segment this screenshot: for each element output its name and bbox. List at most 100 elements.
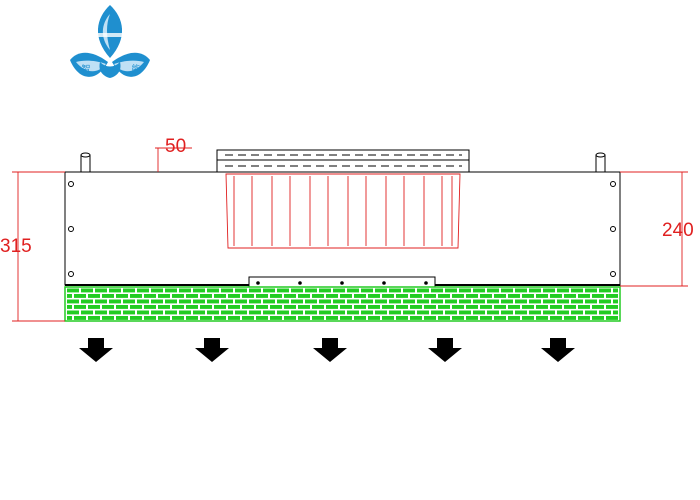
filter-brick [67,299,79,304]
filter-brick [179,288,191,293]
filter-brick [501,299,513,304]
filter-brick [151,288,163,293]
filter-brick [270,316,282,320]
filter-brick [529,299,541,304]
filter-brick [74,316,86,320]
filter-brick [326,305,338,309]
filter-brick [235,310,247,315]
filter-brick [165,299,177,304]
filter-brick [613,299,618,304]
filter-brick [529,310,541,315]
filter-brick [235,288,247,293]
filter-brick [116,305,128,309]
filter-brick [368,305,380,309]
filter-brick [109,310,121,315]
filter-brick [424,305,436,309]
filter-brick [431,288,443,293]
filter-brick [613,288,618,293]
filter-brick [130,305,142,309]
filter-brick [354,316,366,320]
filter-brick [249,288,261,293]
filter-brick [130,294,142,298]
filter-brick [424,316,436,320]
filter-brick [67,288,79,293]
filter-brick [487,288,499,293]
filter-brick [340,305,352,309]
filter-brick [284,305,296,309]
filter-brick [599,299,611,304]
filter-brick [228,316,240,320]
filter-brick [382,294,394,298]
filter-brick [368,316,380,320]
filter-brick [564,305,576,309]
filter-brick [130,316,142,320]
filter-brick [557,310,569,315]
filter-brick [571,299,583,304]
filter-brick [508,305,520,309]
filter-brick [228,305,240,309]
filter-brick [95,310,107,315]
filter-brick [249,310,261,315]
filter-brick [193,310,205,315]
filter-brick [137,310,149,315]
fan-assembly [225,173,461,249]
filter-brick [312,316,324,320]
filter-brick [606,294,618,298]
filter-brick [242,294,254,298]
filter-brick [116,316,128,320]
filter-brick [291,299,303,304]
filter-brick [438,305,450,309]
filter-brick [242,316,254,320]
filter-brick [515,310,527,315]
filter-brick [270,294,282,298]
filter-brick [312,294,324,298]
filter-brick [88,316,100,320]
filter-brick [200,294,212,298]
filter-brick [95,299,107,304]
filter-brick [410,294,422,298]
top-cover-plate [216,149,470,173]
filter-brick [214,316,226,320]
filter-brick [158,294,170,298]
filter-brick [585,299,597,304]
filter-brick [158,305,170,309]
filter-brick [480,294,492,298]
filter-brick [494,294,506,298]
logo-char-right: 能 [131,63,140,75]
filter-brick [347,310,359,315]
filter-brick [347,288,359,293]
lifting-post-left [80,152,91,173]
filter-brick [123,288,135,293]
filter-brick [256,305,268,309]
filter-brick [137,288,149,293]
filter-brick [452,294,464,298]
filter-brick [298,294,310,298]
filter-brick [382,305,394,309]
filter-brick [207,310,219,315]
filter-brick [459,288,471,293]
filter-brick [480,316,492,320]
filter-brick [396,316,408,320]
filter-brick [550,305,562,309]
filter-brick [102,305,114,309]
filter-brick [543,288,555,293]
filter-brick [144,294,156,298]
filter-brick [536,316,548,320]
filter-brick [550,316,562,320]
filter-brick [95,288,107,293]
filter-brick [466,316,478,320]
filter-brick [403,310,415,315]
filter-brick [284,294,296,298]
filter-brick [473,288,485,293]
filter-brick [585,288,597,293]
filter-brick [396,305,408,309]
filter-brick [494,305,506,309]
filter-brick [144,316,156,320]
filter-brick [151,299,163,304]
filter-brick [298,305,310,309]
filter-brick [508,294,520,298]
filter-brick [221,310,233,315]
unit-body [64,149,621,293]
filter-brick [382,316,394,320]
filter-brick [501,288,513,293]
